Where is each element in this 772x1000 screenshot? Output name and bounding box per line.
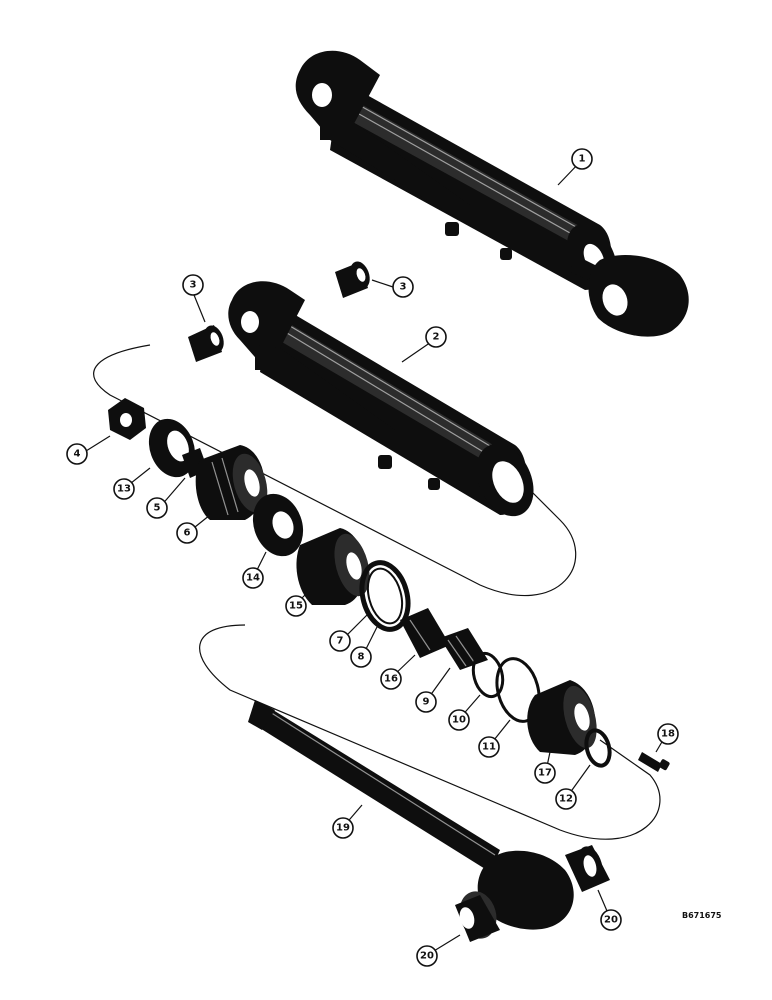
callout-1: 1 <box>571 148 593 170</box>
svg-text:14: 14 <box>246 573 260 584</box>
callout-3-lower: 3 <box>182 274 204 296</box>
part-1-cylinder-assembly <box>295 50 689 337</box>
svg-text:17: 17 <box>538 768 552 779</box>
part-3-bushing-upper <box>335 261 370 298</box>
callout-18: 18 <box>657 723 679 745</box>
callout-14: 14 <box>242 567 264 589</box>
svg-text:2: 2 <box>433 332 440 343</box>
part-20-bushing-left <box>455 895 500 942</box>
svg-text:20: 20 <box>604 915 618 926</box>
svg-text:19: 19 <box>336 823 350 834</box>
svg-text:15: 15 <box>289 601 303 612</box>
callout-5: 5 <box>146 497 168 519</box>
callout-17: 17 <box>534 762 556 784</box>
group-outline-cylinder-parts <box>93 344 577 597</box>
svg-text:20: 20 <box>420 951 434 962</box>
part-6-piston <box>195 445 268 520</box>
callout-10: 10 <box>448 709 470 731</box>
part-19-rod <box>248 700 574 939</box>
part-20-bushing-right <box>565 845 610 892</box>
part-14-seal <box>252 493 304 557</box>
svg-text:8: 8 <box>358 652 365 663</box>
svg-text:18: 18 <box>661 729 675 740</box>
part-12-washer <box>584 728 612 768</box>
part-3-bushing-lower <box>188 325 224 362</box>
callout-8: 8 <box>350 646 372 668</box>
callout-19: 19 <box>332 817 354 839</box>
svg-text:16: 16 <box>384 674 398 685</box>
svg-text:10: 10 <box>452 715 466 726</box>
callout-13: 13 <box>113 478 135 500</box>
part-4-nut <box>108 398 146 440</box>
callout-3-upper: 3 <box>392 276 414 298</box>
svg-text:1: 1 <box>579 154 586 165</box>
part-16-bearing <box>400 608 450 658</box>
svg-text:9: 9 <box>423 697 430 708</box>
reference-code: B671675 <box>682 911 722 920</box>
part-10-ring <box>471 651 505 699</box>
part-18-bolt <box>638 752 670 772</box>
callout-9: 9 <box>415 691 437 713</box>
svg-text:7: 7 <box>337 636 344 647</box>
callout-15: 15 <box>285 595 307 617</box>
svg-text:4: 4 <box>74 449 81 460</box>
svg-text:11: 11 <box>482 742 496 753</box>
group-outline-rod-parts <box>199 624 661 840</box>
svg-text:3: 3 <box>400 282 407 293</box>
svg-text:13: 13 <box>117 484 131 495</box>
svg-text:5: 5 <box>154 503 161 514</box>
callout-4: 4 <box>66 443 88 465</box>
callout-7: 7 <box>329 630 351 652</box>
part-9-insert <box>440 628 488 670</box>
svg-text:3: 3 <box>190 280 197 291</box>
callout-20-left: 20 <box>416 945 438 967</box>
svg-text:6: 6 <box>184 528 191 539</box>
part-7-8-orings <box>359 560 411 632</box>
callout-16: 16 <box>380 668 402 690</box>
part-13-ring <box>148 418 196 478</box>
svg-text:12: 12 <box>559 794 573 805</box>
callout-20-right: 20 <box>600 909 622 931</box>
part-11-ring <box>495 657 541 723</box>
callout-11: 11 <box>478 736 500 758</box>
callout-12: 12 <box>555 788 577 810</box>
callout-2: 2 <box>425 326 447 348</box>
part-2-cylinder-barrel <box>228 281 534 517</box>
callout-6: 6 <box>176 522 198 544</box>
